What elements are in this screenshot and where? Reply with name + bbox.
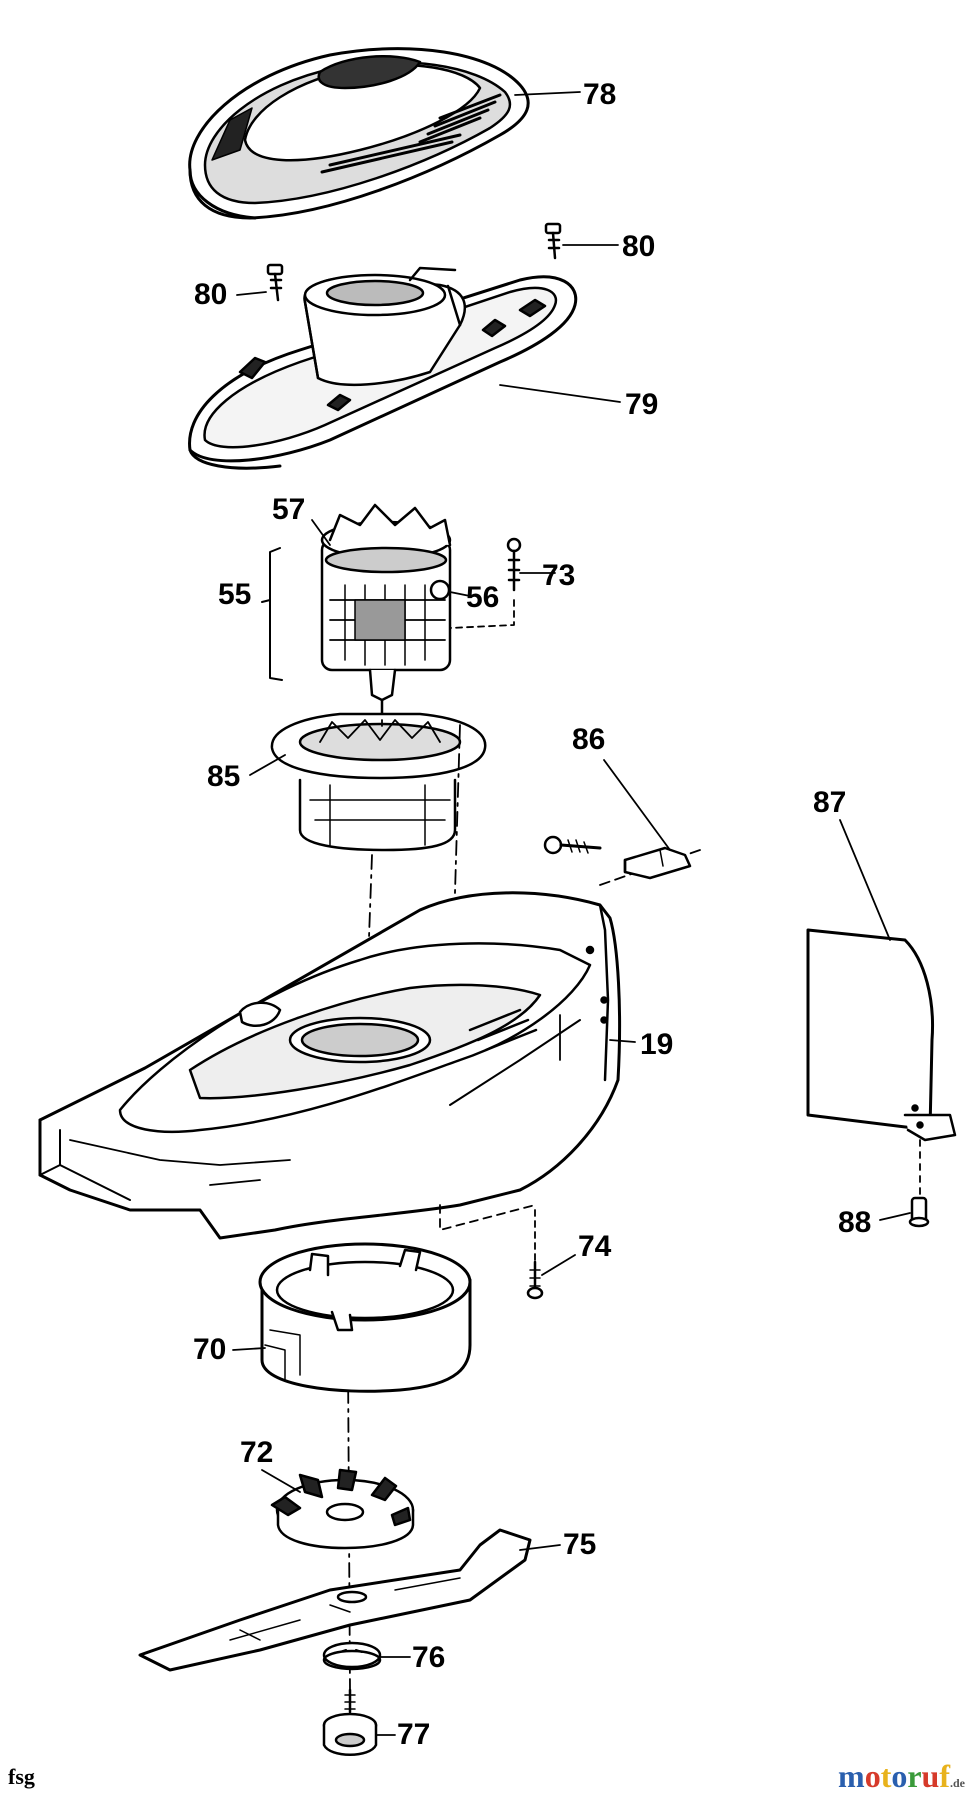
callout-76: 76 — [412, 1641, 446, 1674]
callout-56: 56 — [466, 581, 500, 614]
callout-86: 86 — [572, 723, 606, 756]
screw-part-80-right — [544, 222, 562, 260]
screw-part-80-left — [266, 263, 284, 302]
motor-cover-part-79 — [188, 266, 578, 470]
top-cover-part-78 — [188, 47, 530, 220]
callout-80-right: 80 — [622, 230, 656, 263]
callout-88: 88 — [838, 1206, 872, 1239]
callout-70: 70 — [193, 1333, 227, 1366]
screw-part-73 — [449, 537, 522, 629]
callout-73: 73 — [542, 559, 576, 592]
motor-part-55 — [320, 503, 452, 722]
brand-letter: m — [838, 1758, 865, 1794]
housing-ring-part-70 — [258, 1242, 472, 1393]
fan-part-72 — [270, 1468, 415, 1550]
callout-74: 74 — [578, 1230, 612, 1263]
bracket-part-86 — [543, 835, 692, 880]
leader-lines — [232, 91, 911, 1736]
callout-77: 77 — [397, 1718, 431, 1751]
callout-75: 75 — [563, 1528, 597, 1561]
bolt-part-77 — [322, 1688, 378, 1756]
callout-80-left: 80 — [194, 278, 228, 311]
callout-87: 87 — [813, 786, 847, 819]
brand-letter: f — [939, 1758, 950, 1794]
washer-part-76 — [322, 1641, 382, 1671]
pin-part-88 — [908, 1196, 930, 1228]
brand-letter: o — [864, 1758, 881, 1794]
callout-19: 19 — [640, 1028, 674, 1061]
brand-letter: u — [921, 1758, 940, 1794]
callout-55: 55 — [218, 578, 252, 611]
diagram-code: fsg — [8, 1764, 35, 1789]
bracket-part-55 — [261, 547, 283, 681]
brand-tld: .de — [950, 1776, 965, 1790]
blade-part-75 — [138, 1528, 532, 1672]
brand-letter: t — [880, 1758, 892, 1794]
callout-79: 79 — [625, 388, 659, 421]
callout-78: 78 — [583, 78, 617, 111]
motor-mount-part-85 — [270, 712, 487, 852]
brand-logo: motoruf.de — [838, 1760, 965, 1792]
callout-57: 57 — [272, 493, 306, 526]
brand-letter: r — [907, 1758, 922, 1794]
brand-letter: o — [891, 1758, 908, 1794]
screw-part-74 — [526, 1209, 544, 1300]
deck-part-19 — [38, 891, 622, 1240]
flap-part-87 — [806, 928, 957, 1196]
callout-85: 85 — [207, 760, 241, 793]
callout-72: 72 — [240, 1436, 274, 1469]
